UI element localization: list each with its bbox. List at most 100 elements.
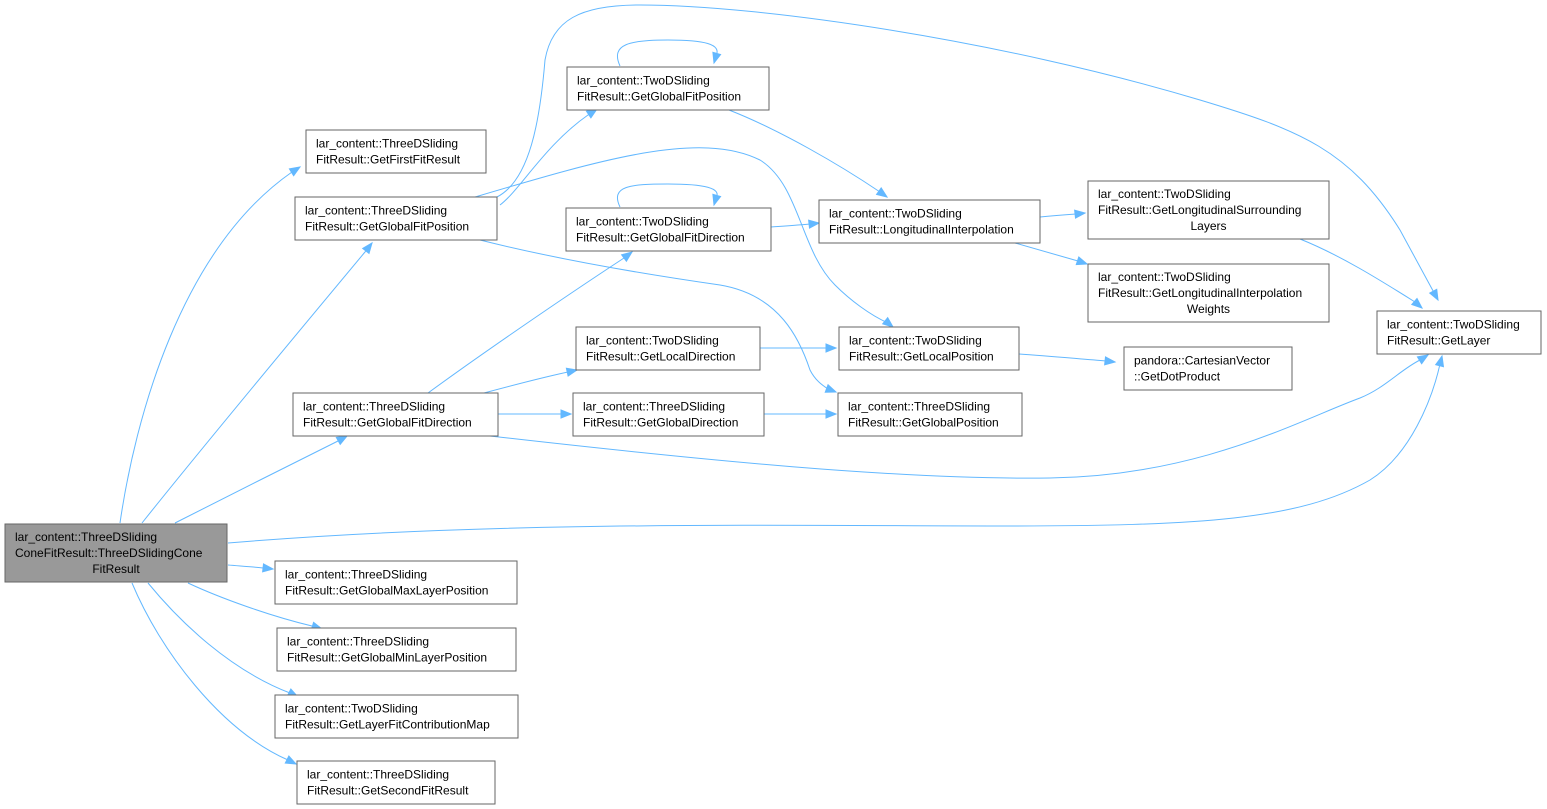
node-get-global-min-layer-position[interactable]: lar_content::ThreeDSlidingFitResult::Get…: [276, 627, 517, 672]
arrowhead: [1416, 354, 1430, 365]
node-box: [837, 392, 1023, 437]
node-label-line: FitResult::LongitudinalInterpolation: [829, 223, 1014, 237]
edge-getGlobalFitPosition3D-to-getLayer: [496, 4, 1439, 302]
node-box: [296, 760, 496, 805]
node-box: [575, 326, 761, 371]
node-label-line: lar_content::ThreeDSliding: [305, 204, 447, 218]
edge-line: [617, 183, 718, 208]
function-nodes: lar_content::ThreeDSlidingConeFitResult:…: [4, 66, 1542, 805]
arrowhead: [262, 563, 275, 573]
node-label-line: FitResult::GetGlobalFitDirection: [303, 416, 472, 430]
node-label-line: FitResult::GetLongitudinalInterpolation: [1098, 286, 1302, 300]
edge-line: [483, 369, 578, 394]
node-get-dot-product[interactable]: pandora::CartesianVector::GetDotProduct: [1123, 346, 1293, 391]
arrowhead: [881, 316, 895, 328]
edge-root-to-getFirstFitResult: [119, 166, 302, 524]
edge-line: [119, 166, 301, 524]
edge-getGlobalFitPosition2D-to-getGlobalFitPosition2D: [617, 39, 722, 67]
arrowhead: [808, 219, 821, 229]
node-label-line: FitResult::GetLayer: [1387, 334, 1490, 348]
node-get-global-fit-direction-2-d[interactable]: lar_content::TwoDSlidingFitResult::GetGl…: [565, 207, 772, 252]
edge-line: [187, 582, 323, 630]
edge-getGlobalFitDirection3D-to-getLocalDirection: [483, 367, 579, 394]
node-label-line: lar_content::TwoDSliding: [1387, 318, 1520, 332]
node-get-layer[interactable]: lar_content::TwoDSlidingFitResult::GetLa…: [1376, 310, 1542, 355]
node-label-line: FitResult::GetFirstFitResult: [316, 153, 461, 167]
edge-line: [141, 242, 373, 524]
edge-getGlobalFitDirection2D-to-getGlobalFitDirection2D: [617, 183, 722, 208]
node-longitudinal-interpolation[interactable]: lar_content::TwoDSlidingFitResult::Longi…: [818, 199, 1041, 244]
node-label-line: FitResult::GetGlobalFitPosition: [305, 220, 469, 234]
node-label-line: FitResult: [92, 562, 140, 576]
arrowhead: [565, 367, 579, 377]
node-get-layer-fit-contribution-map[interactable]: lar_content::TwoDSlidingFitResult::GetLa…: [274, 694, 519, 739]
edge-getGlobalFitPosition3D-to-getGlobalFitPosition2D: [499, 108, 599, 206]
node-box: [274, 694, 519, 739]
edge-root-to-getLayer: [227, 354, 1445, 544]
node-label-line: lar_content::ThreeDSliding: [303, 400, 445, 414]
call-edges: [119, 4, 1445, 765]
node-label-line: FitResult::GetGlobalMaxLayerPosition: [285, 584, 488, 598]
node-get-longitudinal-interpolation-weights[interactable]: lar_content::TwoDSlidingFitResult::GetLo…: [1087, 263, 1330, 323]
node-box: [276, 627, 517, 672]
node-label-line: lar_content::ThreeDSliding: [287, 635, 429, 649]
node-box: [1087, 180, 1330, 240]
node-box: [1087, 263, 1330, 323]
arrowhead: [620, 251, 634, 263]
edge-root-to-getGlobalFitPosition3D: [141, 241, 373, 524]
arrowhead: [335, 435, 349, 446]
node-get-global-direction-3-d[interactable]: lar_content::ThreeDSlidingFitResult::Get…: [572, 392, 765, 437]
node-box: [1123, 346, 1293, 391]
node-get-global-fit-direction-3-d[interactable]: lar_content::ThreeDSlidingFitResult::Get…: [292, 392, 499, 437]
node-get-global-fit-position-2-d[interactable]: lar_content::TwoDSlidingFitResult::GetGl…: [566, 66, 770, 111]
node-label-line: FitResult::GetGlobalPosition: [848, 416, 999, 430]
node-get-global-max-layer-position[interactable]: lar_content::ThreeDSlidingFitResult::Get…: [274, 560, 518, 605]
edge-line: [617, 39, 718, 67]
arrowhead: [1104, 356, 1117, 366]
node-label-line: lar_content::TwoDSliding: [849, 334, 982, 348]
arrowhead: [284, 755, 298, 765]
node-label-line: lar_content::ThreeDSliding: [15, 530, 157, 544]
arrowhead: [1428, 288, 1439, 302]
arrowhead: [875, 187, 889, 198]
node-get-global-fit-position-3-d[interactable]: lar_content::ThreeDSlidingFitResult::Get…: [294, 196, 498, 241]
node-label-line: FitResult::GetGlobalFitDirection: [576, 231, 745, 245]
edge-getGlobalFitDirection3D-to-getLayer: [489, 354, 1430, 479]
node-label-line: lar_content::ThreeDSliding: [848, 400, 990, 414]
edge-line: [227, 355, 1443, 544]
node-label-line: lar_content::TwoDSliding: [577, 74, 710, 88]
edge-line: [147, 582, 299, 698]
node-get-global-position-3-d[interactable]: lar_content::ThreeDSlidingFitResult::Get…: [837, 392, 1023, 437]
node-label-line: Layers: [1190, 219, 1226, 233]
node-label-line: FitResult::GetLongitudinalSurrounding: [1098, 203, 1301, 217]
node-get-first-fit-result[interactable]: lar_content::ThreeDSlidingFitResult::Get…: [305, 129, 487, 174]
arrowhead: [1434, 354, 1445, 368]
edge-line: [496, 4, 1439, 301]
node-get-second-fit-result[interactable]: lar_content::ThreeDSlidingFitResult::Get…: [296, 760, 496, 805]
node-label-line: lar_content::ThreeDSliding: [583, 400, 725, 414]
node-label-line: FitResult::GetGlobalMinLayerPosition: [287, 651, 487, 665]
node-label-line: lar_content::TwoDSliding: [829, 207, 962, 221]
node-get-local-position[interactable]: lar_content::TwoDSlidingFitResult::GetLo…: [838, 326, 1020, 371]
node-get-longitudinal-surrounding-layers[interactable]: lar_content::TwoDSlidingFitResult::GetLo…: [1087, 180, 1330, 240]
node-box: [572, 392, 765, 437]
arrowhead: [361, 241, 373, 255]
node-root[interactable]: lar_content::ThreeDSlidingConeFitResult:…: [4, 523, 228, 583]
arrowhead: [1410, 297, 1424, 309]
edge-line: [489, 354, 1429, 479]
edge-getLongitudinalSurroundingLayers-to-getLayer: [1299, 238, 1424, 309]
node-label-line: lar_content::TwoDSliding: [586, 334, 719, 348]
node-label-line: lar_content::ThreeDSliding: [316, 137, 458, 151]
arrowhead: [560, 409, 573, 419]
edge-getGlobalFitDirection3D-to-getGlobalFitDirection2D: [427, 251, 634, 394]
arrowhead: [825, 409, 838, 419]
arrowhead: [712, 51, 722, 65]
node-get-local-direction[interactable]: lar_content::TwoDSlidingFitResult::GetLo…: [575, 326, 761, 371]
node-box: [294, 196, 498, 241]
node-label-line: pandora::CartesianVector: [1134, 354, 1270, 368]
node-label-line: lar_content::ThreeDSliding: [285, 568, 427, 582]
node-label-line: FitResult::GetLocalPosition: [849, 350, 994, 364]
node-box: [274, 560, 518, 605]
edge-line: [499, 108, 598, 206]
